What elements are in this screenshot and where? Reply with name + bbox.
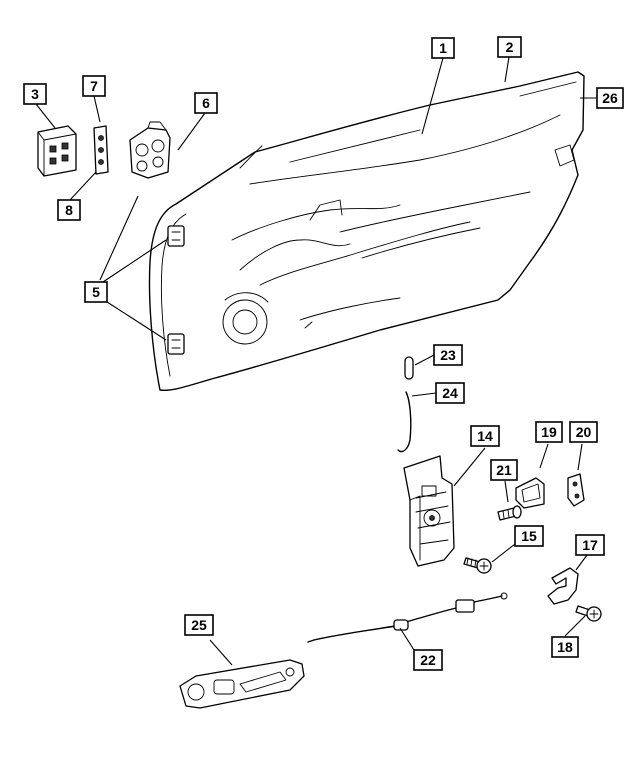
callout-1: 1 (431, 37, 455, 59)
callout-7-label: 7 (90, 78, 98, 94)
callout-20: 20 (569, 421, 598, 443)
callout-14-label: 14 (477, 428, 493, 444)
callout-26: 26 (596, 87, 624, 109)
callout-23-label: 23 (440, 347, 456, 363)
callout-15: 15 (514, 525, 544, 547)
callout-21: 21 (490, 459, 518, 481)
callout-8-label: 8 (65, 202, 73, 218)
callout-19-label: 19 (541, 424, 557, 440)
callout-15-label: 15 (521, 528, 537, 544)
callout-17-label: 17 (582, 537, 598, 553)
callout-5-label: 5 (92, 284, 100, 300)
callout-22: 22 (413, 649, 443, 671)
door-shell (148, 71, 585, 392)
callout-24-label: 24 (442, 385, 458, 401)
bracket-screw-part (575, 605, 602, 622)
hinge-shim-part (93, 125, 109, 175)
callout-21-label: 21 (496, 462, 512, 478)
pin-part (404, 356, 414, 380)
striker-part (515, 477, 545, 509)
callout-7: 7 (82, 75, 106, 97)
bolt-part (463, 557, 492, 574)
callout-3-label: 3 (31, 86, 39, 102)
callout-2-label: 2 (506, 39, 514, 55)
lock-rod-part (397, 391, 412, 453)
callout-1-label: 1 (439, 40, 447, 56)
callout-22-label: 22 (420, 652, 436, 668)
callout-25-label: 25 (191, 617, 207, 633)
door-latch-part (403, 455, 455, 567)
callout-5: 5 (84, 281, 108, 303)
callout-23: 23 (433, 344, 463, 366)
leader-lines (35, 56, 597, 666)
bracket-part (547, 567, 579, 605)
screw-part (497, 505, 522, 521)
callout-8: 8 (57, 199, 81, 221)
callout-20-label: 20 (576, 424, 592, 440)
striker-shim-part (567, 473, 585, 507)
callout-6-label: 6 (202, 95, 210, 111)
callout-18: 18 (551, 636, 579, 658)
release-cable-part (307, 592, 508, 643)
hinge-assembly-part (129, 121, 171, 179)
callout-2: 2 (497, 36, 522, 58)
callout-6: 6 (194, 92, 218, 114)
callout-26-label: 26 (602, 90, 618, 106)
hinge-plate-part (37, 125, 77, 177)
interior-handle-part (179, 659, 305, 709)
callout-17: 17 (575, 534, 605, 556)
callout-3: 3 (23, 83, 47, 105)
callout-19: 19 (535, 421, 563, 443)
callout-14: 14 (470, 425, 500, 447)
callout-24: 24 (435, 382, 465, 404)
callout-25: 25 (184, 614, 214, 636)
callout-18-label: 18 (557, 639, 573, 655)
